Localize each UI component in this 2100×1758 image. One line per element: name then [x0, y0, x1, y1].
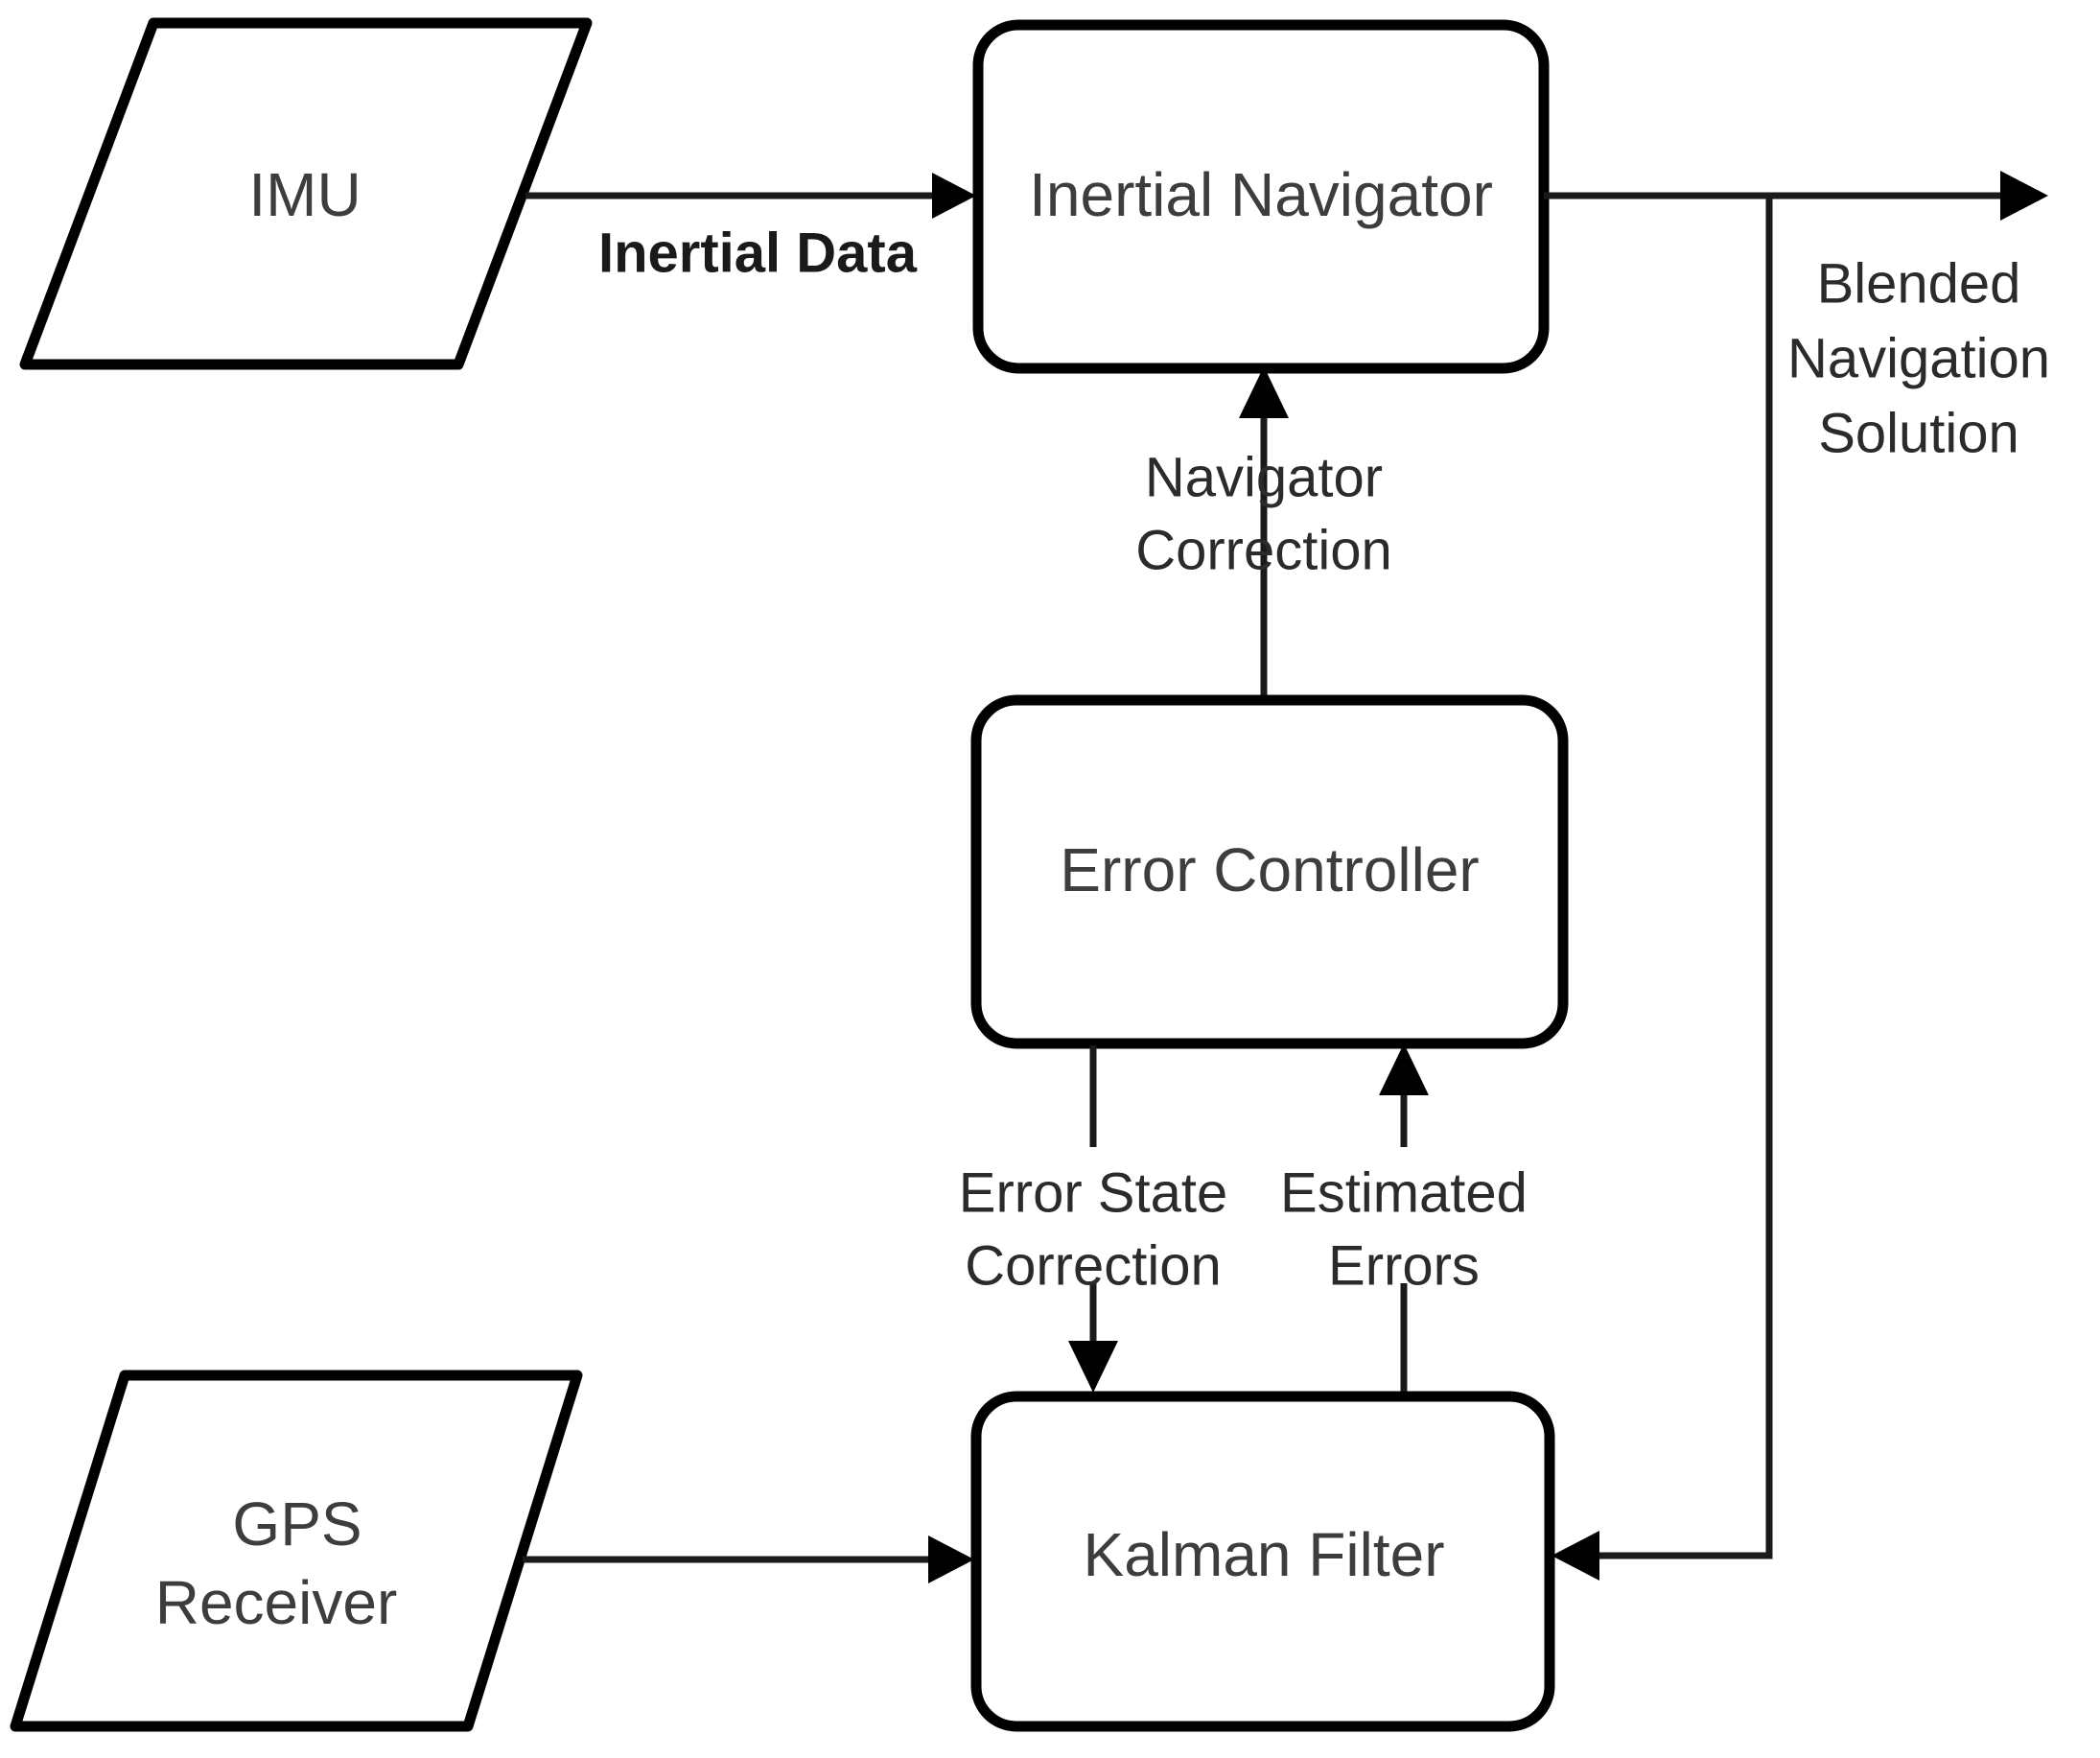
error-state-correction-label-line2: Correction — [965, 1234, 1222, 1297]
estimated-errors-label-line2: Errors — [1328, 1234, 1480, 1297]
edge-estimated-errors: Estimated Errors — [1280, 1043, 1528, 1393]
estimated-errors-label-line1: Estimated — [1280, 1161, 1528, 1224]
navigator-correction-label-line1: Navigator — [1145, 446, 1383, 508]
edge-inertial-data: Inertial Data — [525, 173, 976, 284]
feedback-arrowhead-icon — [1552, 1531, 1599, 1581]
navigator-correction-label-line2: Correction — [1135, 519, 1392, 581]
node-kalman-filter[interactable]: Kalman Filter — [970, 1391, 1555, 1732]
edge-gps-to-kalman — [523, 1535, 974, 1583]
blended-solution-label-line1: Blended — [1817, 252, 2021, 315]
imu-label: IMU — [248, 160, 361, 229]
edge-error-state-correction: Error State Correction — [959, 1045, 1227, 1393]
error-state-correction-arrowhead-icon — [1068, 1341, 1118, 1393]
node-error-controller[interactable]: Error Controller — [970, 694, 1569, 1049]
gps-receiver-label-line1: GPS — [232, 1489, 362, 1559]
inertial-data-arrowhead-icon — [932, 173, 976, 219]
feedback-loop-line — [1592, 196, 1773, 1559]
gps-receiver-label-line2: Receiver — [155, 1568, 398, 1637]
error-controller-label: Error Controller — [1060, 835, 1479, 904]
gps-receiver-shape — [10, 1370, 583, 1732]
gps-to-kalman-arrowhead-icon — [928, 1535, 974, 1583]
navigator-correction-arrowhead-icon — [1239, 366, 1289, 418]
error-controller-shape — [970, 694, 1569, 1049]
node-gps-receiver[interactable]: GPS Receiver — [10, 1370, 583, 1732]
imu-shape — [19, 17, 593, 370]
edge-feedback-to-kalman — [1552, 196, 1773, 1581]
blended-solution-label-line3: Solution — [1818, 402, 2019, 464]
kalman-filter-shape — [970, 1391, 1555, 1732]
node-imu[interactable]: IMU — [19, 17, 593, 370]
inertial-data-label: Inertial Data — [598, 222, 918, 284]
inertial-navigator-label: Inertial Navigator — [1029, 160, 1493, 229]
edge-blended-navigation-solution: Blended Navigation Solution — [1544, 171, 2050, 464]
estimated-errors-arrowhead-icon — [1379, 1043, 1429, 1095]
edge-navigator-correction: Navigator Correction — [1135, 366, 1392, 698]
blended-solution-arrowhead-icon — [2000, 171, 2048, 221]
node-inertial-navigator[interactable]: Inertial Navigator — [972, 19, 1550, 374]
error-state-correction-label-line1: Error State — [959, 1161, 1227, 1224]
kalman-filter-label: Kalman Filter — [1084, 1520, 1445, 1589]
blended-solution-label-line2: Navigation — [1787, 327, 2050, 389]
